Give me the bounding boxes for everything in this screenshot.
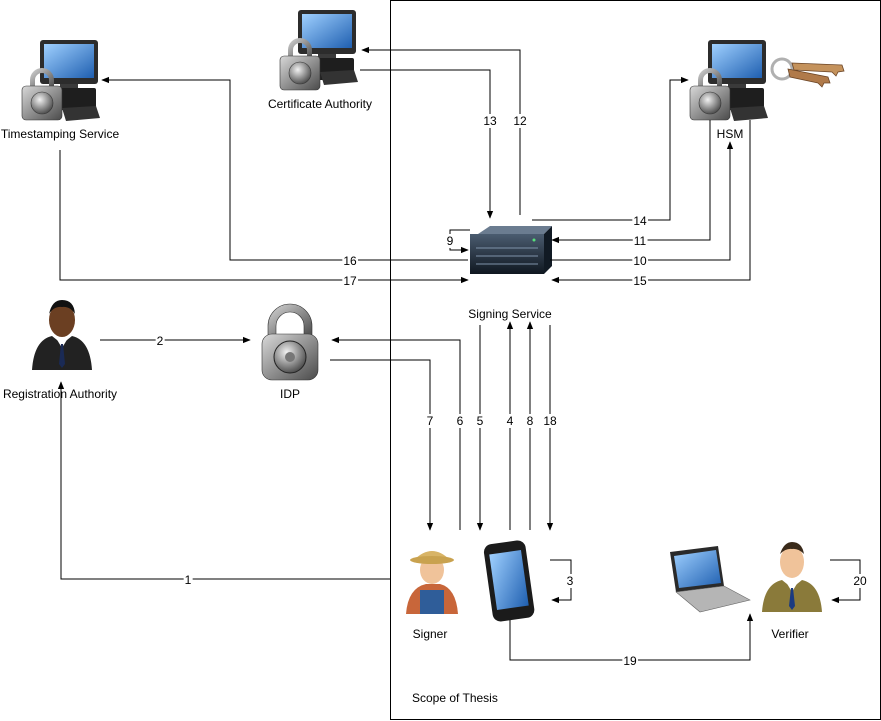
hsm-icon xyxy=(689,40,768,121)
edge-label-bg xyxy=(632,274,648,288)
ca-label: Certificate Authority xyxy=(268,97,372,111)
edge-2-label: 2 xyxy=(157,334,164,348)
edge-10 xyxy=(550,141,734,261)
ra-label: Registration Authority xyxy=(3,387,117,401)
edge-7 xyxy=(330,359,434,531)
edge-19-label: 19 xyxy=(623,654,637,668)
edge-10-label: 10 xyxy=(633,254,647,268)
edge-label-bg xyxy=(632,214,648,228)
signer-icon xyxy=(406,551,458,614)
edge-label-bg xyxy=(425,414,435,428)
ra-icon xyxy=(32,300,92,370)
signer-label: Signer xyxy=(413,627,448,641)
edge-label-bg xyxy=(632,254,648,268)
idp-label: IDP xyxy=(280,387,300,401)
edge-6-label: 6 xyxy=(457,414,464,428)
ca-icon xyxy=(279,10,358,91)
edge-label-bg xyxy=(183,573,193,587)
edge-15-label: 15 xyxy=(633,274,647,288)
phone-icon xyxy=(483,540,535,622)
edge-label-bg xyxy=(475,414,485,428)
keys-icon xyxy=(770,57,845,88)
laptop-icon xyxy=(670,546,751,613)
edge-label-bg xyxy=(342,254,358,268)
timestamping-label: Timestamping Service xyxy=(1,127,120,141)
edge-3-label: 3 xyxy=(567,574,574,588)
edge-label-bg xyxy=(852,574,868,588)
edge-4-label: 4 xyxy=(507,414,514,428)
edge-5-label: 5 xyxy=(477,414,484,428)
edge-label-bg xyxy=(542,414,558,428)
timestamping-icon xyxy=(21,40,100,121)
edge-12-label: 12 xyxy=(513,114,527,128)
edge-17 xyxy=(59,150,469,284)
edge-11-label: 11 xyxy=(634,234,647,248)
verifier-label: Verifier xyxy=(771,627,808,641)
edge-15 xyxy=(551,120,751,284)
edge-label-bg xyxy=(455,414,465,428)
edge-14 xyxy=(532,76,689,221)
edge-label-bg xyxy=(505,414,515,428)
edge-8-label: 8 xyxy=(527,414,534,428)
edge-17-label: 17 xyxy=(343,274,357,288)
edge-label-bg xyxy=(482,114,498,128)
edge-12 xyxy=(361,46,521,215)
edge-14-label: 14 xyxy=(633,214,647,228)
edge-label-bg xyxy=(632,234,648,248)
edge-label-bg xyxy=(525,414,535,428)
edge-11 xyxy=(551,120,711,244)
signing-service-icon xyxy=(470,226,552,274)
scope-label: Scope of Thesis xyxy=(412,691,498,705)
edge-13 xyxy=(360,69,494,219)
edge-label-bg xyxy=(622,654,638,668)
verifier-icon xyxy=(762,542,822,612)
edge-label-bg xyxy=(565,574,575,588)
edge-label-bg xyxy=(512,114,528,128)
edge-label-bg xyxy=(342,274,358,288)
edge-9-label: 9 xyxy=(447,234,454,248)
edge-20-label: 20 xyxy=(853,574,867,588)
edge-label-bg xyxy=(155,334,165,348)
edge-1-label: 1 xyxy=(185,573,192,587)
edge-13-label: 13 xyxy=(483,114,497,128)
edge-16-label: 16 xyxy=(343,254,357,268)
edge-label-bg xyxy=(445,234,455,248)
hsm-label: HSM xyxy=(717,127,744,141)
edge-6 xyxy=(331,336,461,530)
edge-1 xyxy=(57,381,390,580)
edge-18-label: 18 xyxy=(543,414,557,428)
edge-7-label: 7 xyxy=(427,414,434,428)
idp-icon xyxy=(261,303,319,381)
signing-service-label: Signing Service xyxy=(468,307,552,321)
